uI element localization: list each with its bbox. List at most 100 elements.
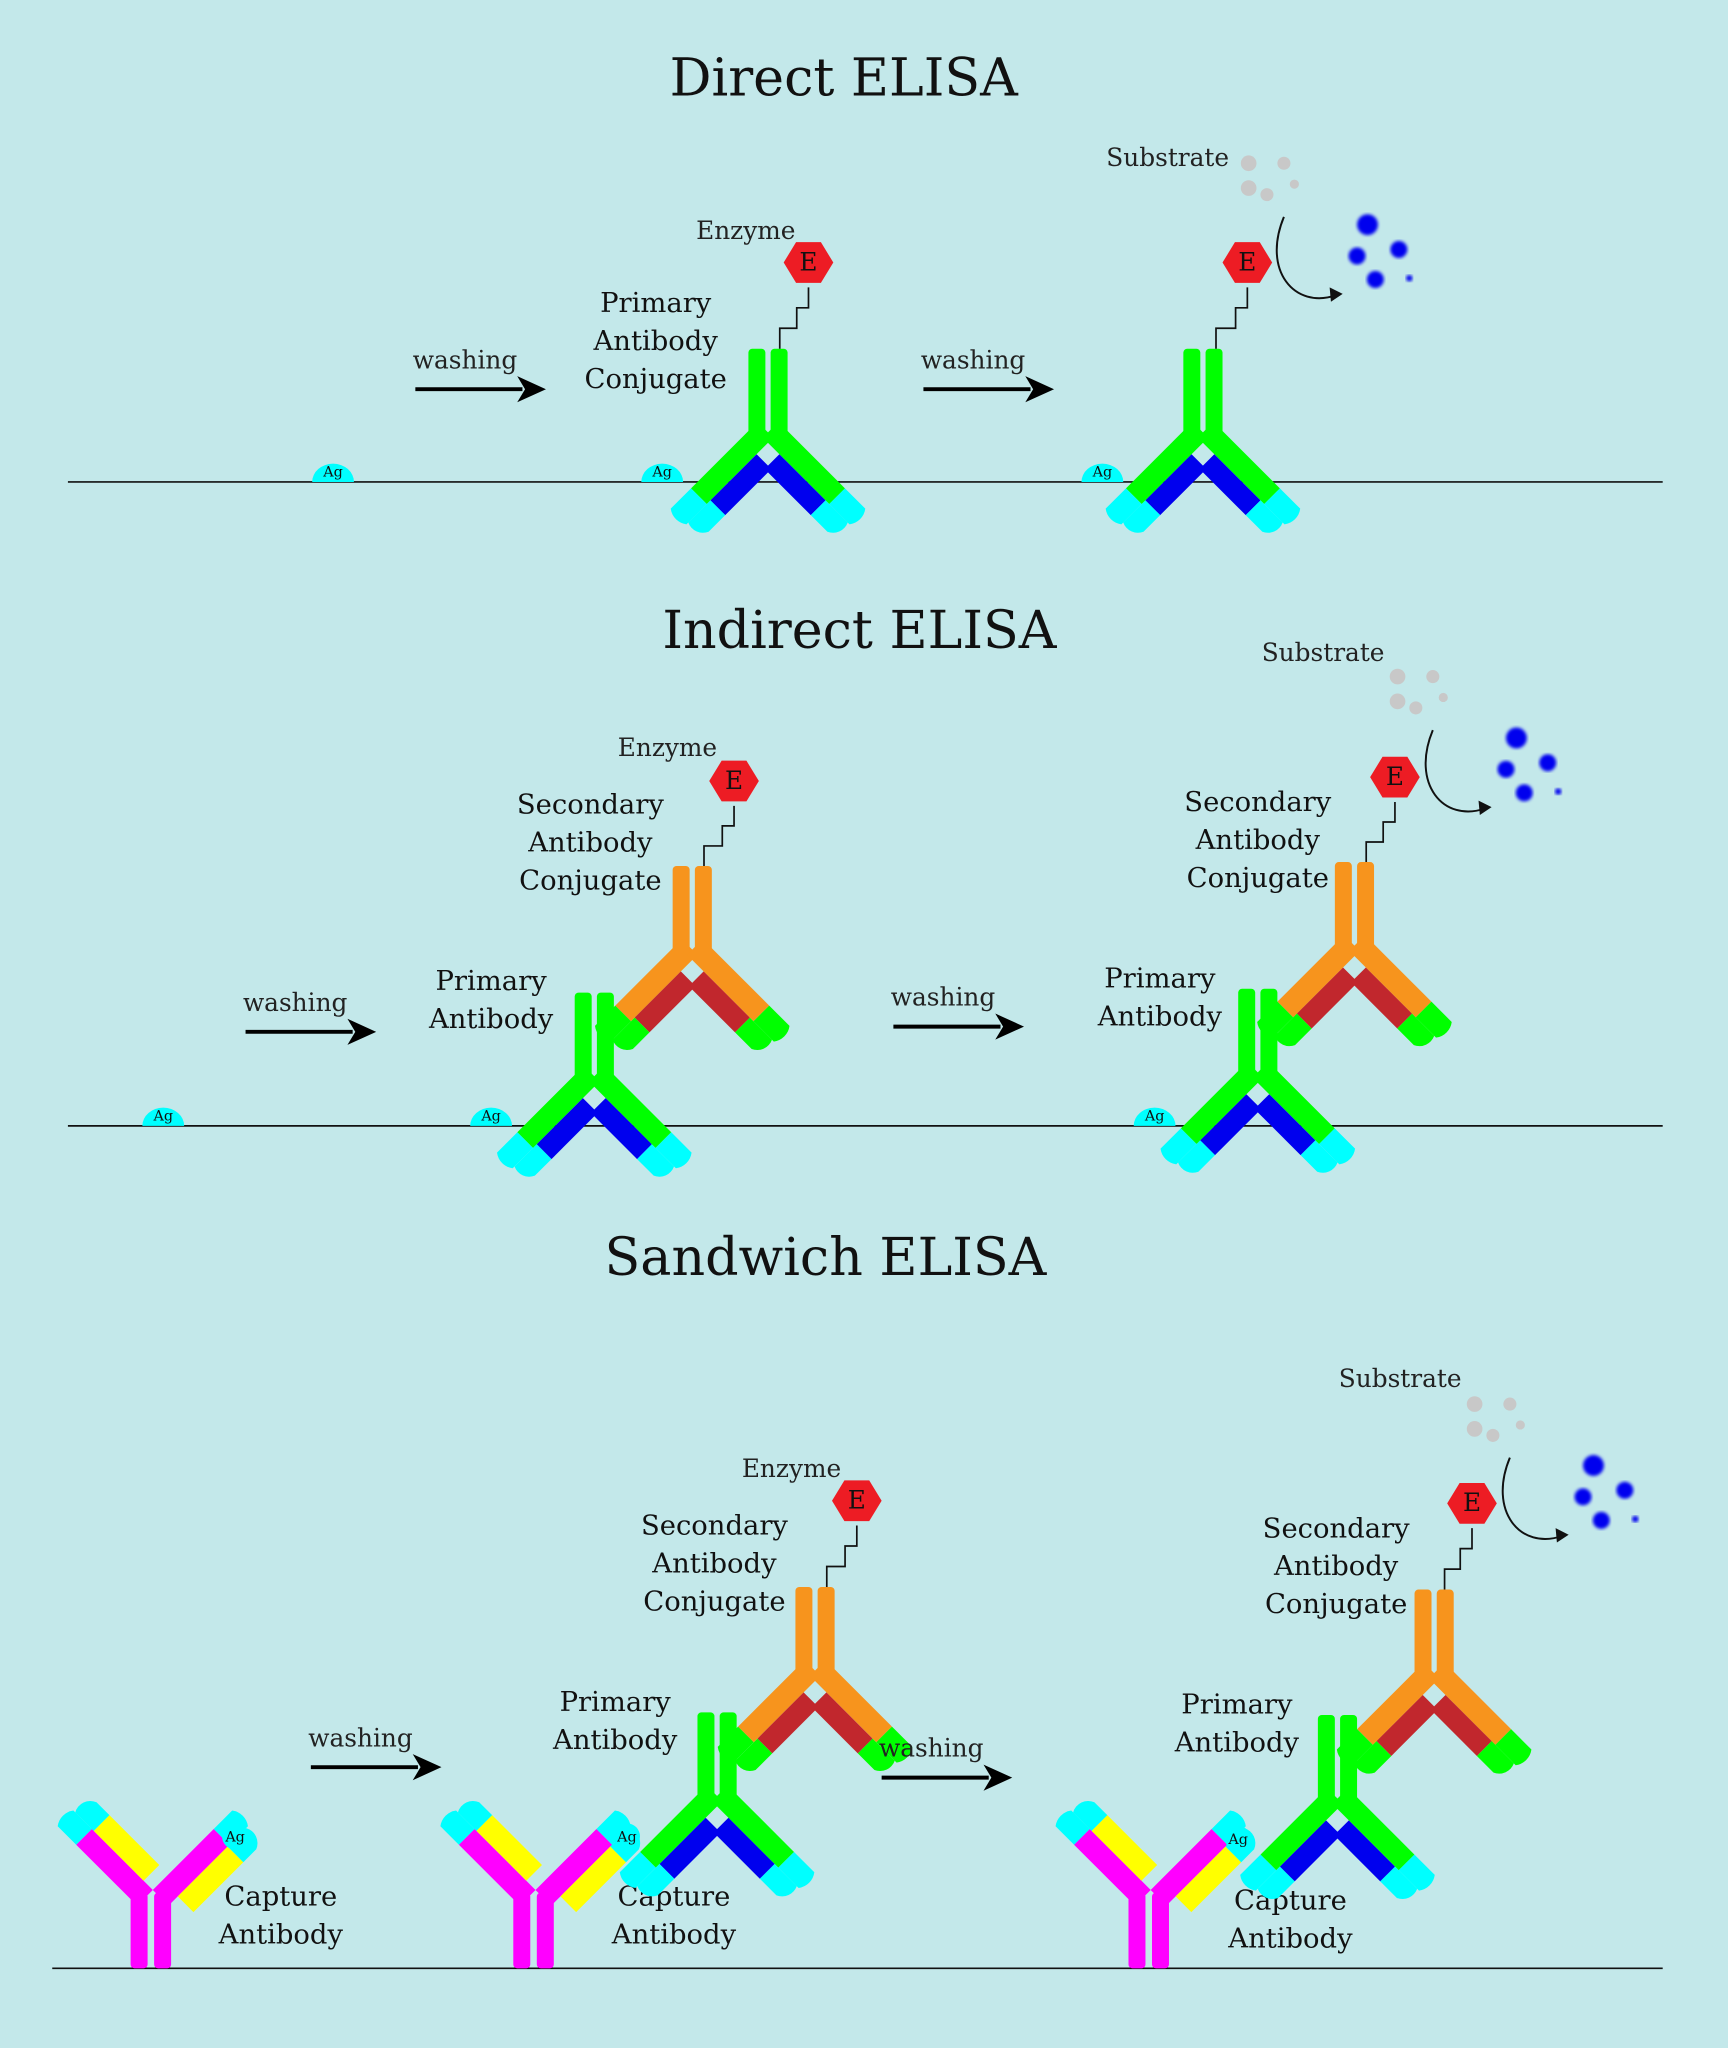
binding-site — [1257, 1866, 1295, 1900]
light-chain — [811, 1692, 873, 1754]
heavy-chain-arm — [1277, 935, 1360, 1018]
secondary-antibody-conjugate-label-line: Conjugate — [1265, 1589, 1407, 1620]
binding-site — [717, 1726, 754, 1763]
capture-antibody-label-line: Antibody — [611, 1920, 737, 1951]
primary-antibody — [1160, 988, 1356, 1173]
arm-left — [619, 1785, 723, 1897]
heavy-chain-right — [1357, 862, 1375, 951]
capture-antibody-label-line: Capture — [1234, 1886, 1347, 1917]
binding-site — [1055, 1810, 1090, 1845]
antigen-shape — [641, 463, 684, 482]
light-chain — [764, 454, 826, 516]
heavy-chain-right — [1152, 1892, 1169, 1969]
product-molecule — [1616, 1481, 1634, 1499]
arrow-head-icon — [412, 1754, 442, 1781]
enzyme-symbol: E — [1463, 1488, 1481, 1517]
product-molecule — [1583, 1455, 1604, 1476]
light-chain — [659, 1817, 721, 1879]
linker — [1215, 287, 1249, 349]
binding-site — [1495, 1729, 1532, 1766]
antigen: Ag — [142, 1107, 185, 1126]
heavy-chain-arm — [535, 1828, 613, 1906]
binding-site — [655, 1132, 692, 1169]
enzyme-hexagon — [709, 760, 759, 802]
primary-antibody-conjugate — [1105, 348, 1301, 533]
arm-right — [589, 1065, 692, 1177]
washing-label: washing — [921, 345, 1026, 374]
light-chain — [1376, 1695, 1438, 1756]
linker — [703, 805, 735, 866]
binding-site — [514, 1144, 552, 1177]
secondary-antibody-conjugate — [1257, 862, 1452, 1047]
antigen: Ag — [641, 463, 684, 482]
binding-site — [1415, 1001, 1452, 1038]
substrate-label: Substrate — [1106, 143, 1229, 172]
linker — [778, 287, 810, 349]
binding-site — [637, 1863, 675, 1897]
binding-site — [857, 1738, 895, 1772]
arm-right — [1428, 1662, 1532, 1774]
secondary-antibody-conjugate-label-line: Antibody — [1195, 825, 1321, 856]
capture-antibody-label-line: Capture — [224, 1882, 337, 1913]
arm-left — [594, 939, 698, 1051]
washing-step: washing — [413, 345, 546, 403]
light-chain — [590, 1098, 652, 1160]
primary-antibody-label-line: Antibody — [428, 1004, 554, 1035]
enzyme: E — [825, 1480, 882, 1587]
heavy-chain-arm — [691, 421, 774, 505]
substrate-label: Substrate — [1339, 1364, 1462, 1393]
antigen-label: Ag — [480, 1109, 501, 1125]
heavy-chain-left — [748, 348, 766, 438]
light-chain — [1254, 1094, 1316, 1156]
heavy-chain-arm — [809, 1660, 892, 1743]
arm-right — [1150, 1810, 1256, 1913]
heavy-chain-arm — [640, 1785, 723, 1868]
light-chain — [560, 1846, 627, 1913]
enzyme-label: Enzyme — [696, 216, 795, 245]
arm-right — [1349, 935, 1452, 1047]
antigen: Ag — [1081, 463, 1124, 482]
arm-right — [1332, 1788, 1435, 1900]
binding-site — [1274, 1013, 1312, 1047]
heavy-chain-arm — [152, 1828, 230, 1906]
heavy-chain-arm — [458, 1828, 536, 1906]
enzyme-label: Enzyme — [618, 733, 717, 762]
heavy-chain-left — [672, 865, 690, 955]
substrate-molecule — [1389, 693, 1406, 710]
heavy-chain-right — [694, 865, 712, 955]
arm-left — [1105, 421, 1209, 533]
enzyme: E — [1365, 756, 1420, 863]
binding-site — [594, 1005, 631, 1042]
antigen-label: Ag — [152, 1109, 173, 1125]
primary-antibody-label-line: Primary — [1104, 963, 1216, 994]
binding-site — [1476, 1741, 1514, 1774]
capture-antibody-label-line: Antibody — [218, 1920, 344, 1951]
heavy-chain-right — [154, 1892, 172, 1969]
linker — [825, 1525, 858, 1587]
heavy-chain-left — [1414, 1589, 1432, 1679]
arrow-head-icon — [1555, 1528, 1569, 1543]
product-molecule — [1366, 271, 1384, 288]
substrate-molecule — [1277, 156, 1291, 170]
binding-site — [57, 1810, 92, 1845]
arm-left — [1257, 935, 1360, 1047]
primary-antibody-conjugate-label-line: Conjugate — [584, 364, 726, 395]
enzyme-hexagon — [1370, 756, 1420, 798]
light-chain — [713, 1817, 775, 1879]
antigen-shape — [222, 1823, 249, 1850]
secondary-antibody-conjugate — [1336, 1589, 1532, 1774]
binding-site — [735, 1017, 772, 1051]
binding-site — [1319, 1128, 1356, 1165]
product-molecule — [1348, 247, 1366, 265]
arm-right — [687, 939, 790, 1051]
secondary-antibody-conjugate-label-line: Conjugate — [1187, 863, 1329, 894]
binding-site — [497, 1132, 534, 1169]
enzyme-hexagon — [1447, 1482, 1497, 1524]
light-chain — [757, 1692, 819, 1754]
light-chain — [1430, 1695, 1492, 1756]
substrate-molecule — [1426, 670, 1440, 684]
arrow-head-icon — [347, 1018, 377, 1045]
